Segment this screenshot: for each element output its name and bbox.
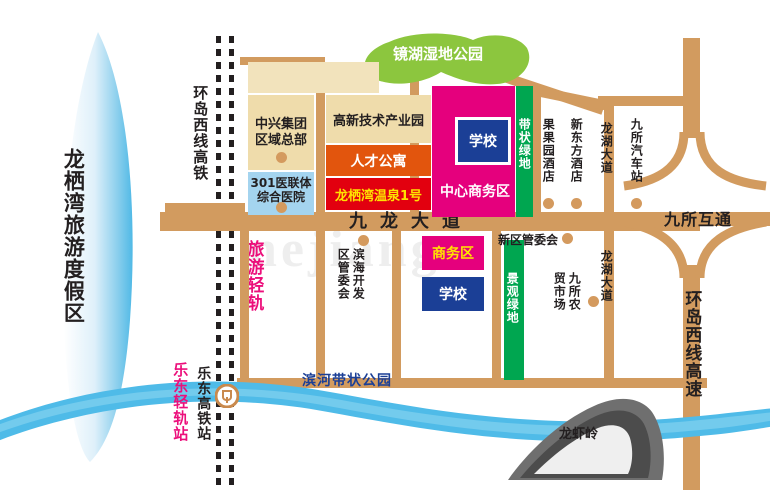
poi-farmers-market-dot: [588, 296, 599, 307]
road-longhu-south-label: 龙湖大道: [599, 250, 614, 302]
block-zte-hq-line1: 中兴集团: [254, 117, 307, 133]
block-school-north-label: 学校: [469, 134, 497, 150]
road-vertical-west: [240, 215, 249, 385]
railway-hsr-label: 环岛西线高铁: [191, 85, 210, 181]
block-business-district: 商务区: [422, 236, 484, 270]
poi-new-oriental-hotel-label: 新东方酒店: [569, 118, 584, 183]
block-talent-apartment: 人才公寓: [326, 145, 431, 176]
poi-farmers-market-col2: 贸市场: [552, 272, 567, 311]
road-vertical-mid1: [316, 62, 325, 217]
block-301-hospital-line2: 综合医院: [256, 190, 305, 204]
road-vertical-mid2: [316, 228, 325, 385]
railway-hsr-track-left: [216, 36, 221, 488]
block-301-hospital-dot: [276, 202, 287, 213]
park-wetland-label: 镜湖湿地公园: [392, 44, 483, 63]
road-ring-west-expwy-label: 环岛西线高速: [681, 290, 702, 398]
station-ledong-lrt-label: 乐东轻轨站: [171, 362, 190, 442]
resort-coast-shape: [63, 32, 133, 462]
road-horizontal-south: [237, 378, 707, 388]
park-riverside-label: 滨河带状公园: [302, 373, 392, 389]
road-horizontal-northeast: [598, 96, 698, 106]
poi-guoguoyuan-hotel-dot: [543, 198, 554, 209]
road-horizontal-west-spur: [165, 203, 245, 212]
road-interchange-arm: [610, 212, 770, 226]
greenbelt-landscape-label: 景观绿地: [505, 272, 520, 324]
block-cbd-label: 中心商务区: [440, 184, 510, 200]
road-diagonal-connector: [529, 85, 611, 111]
road-vertical-mid3: [392, 228, 401, 385]
block-zte-hq-dot: [276, 152, 287, 163]
poi-bus-station-label: 九所汽车站: [629, 118, 644, 183]
greenbelt-strip-block: [516, 86, 533, 217]
road-longhu-south: [604, 228, 614, 388]
block-talent-apartment-label: 人才公寓: [350, 153, 407, 170]
block-school-south-label: 学校: [439, 287, 467, 303]
block-zte-hq: 中兴集团 区域总部: [248, 95, 314, 170]
mountain-label: 龙虾岭: [559, 427, 599, 442]
resort-label: 龙栖湾旅游度假区: [61, 148, 86, 324]
road-vertical-east1: [492, 228, 501, 385]
block-school-south: 学校: [422, 277, 484, 311]
railway-hsr-track-right: [229, 36, 234, 488]
block-301-hospital-line1: 301医联体: [250, 176, 312, 191]
block-zte-hq-line2: 区域总部: [254, 132, 307, 148]
road-jiulong-avenue: [160, 212, 700, 231]
block-business-district-label: 商务区: [432, 246, 474, 262]
park-wetland-shape: [364, 33, 530, 85]
road-longhu-north: [604, 100, 614, 217]
road-longhu-north-label: 龙湖大道: [599, 122, 614, 174]
poi-new-district-admin-dot: [562, 233, 573, 244]
block-school-north: 学校: [455, 117, 511, 165]
greenbelt-strip-label: 带状绿地: [517, 118, 532, 170]
train-station-icon: [215, 384, 239, 408]
interchange-label: 九所互通: [664, 210, 733, 229]
block-longqi-hotspring: 龙栖湾温泉1号: [326, 178, 431, 210]
poi-binhai-admin-dot: [358, 235, 369, 246]
station-ledong-hsr-label: 乐东高铁站: [195, 366, 212, 441]
mountain-shape: [508, 398, 664, 480]
greenbelt-landscape-block: [504, 240, 524, 380]
poi-guoguoyuan-hotel-label: 果果园酒店: [541, 118, 556, 183]
block-beige-north-top2: [324, 62, 379, 93]
poi-bus-station-dot: [631, 198, 642, 209]
road-ring-west-expwy-top: [683, 38, 700, 138]
block-hitech-park: 高新技术产业园: [326, 95, 431, 143]
block-hitech-park-label: 高新技术产业园: [332, 113, 424, 129]
road-vertical-hotel-west: [532, 86, 541, 217]
poi-binhai-admin-col1: 滨海开发: [351, 248, 366, 300]
poi-binhai-admin-col2: 区管委会: [336, 248, 351, 300]
poi-farmers-market-col1: 九所农: [567, 272, 582, 311]
poi-new-district-admin-label: 新区管委会: [498, 233, 559, 247]
road-horizontal-north-west: [240, 57, 325, 65]
block-longqi-hotspring-label: 龙栖湾温泉1号: [334, 188, 423, 204]
poi-new-oriental-hotel-dot: [571, 198, 582, 209]
